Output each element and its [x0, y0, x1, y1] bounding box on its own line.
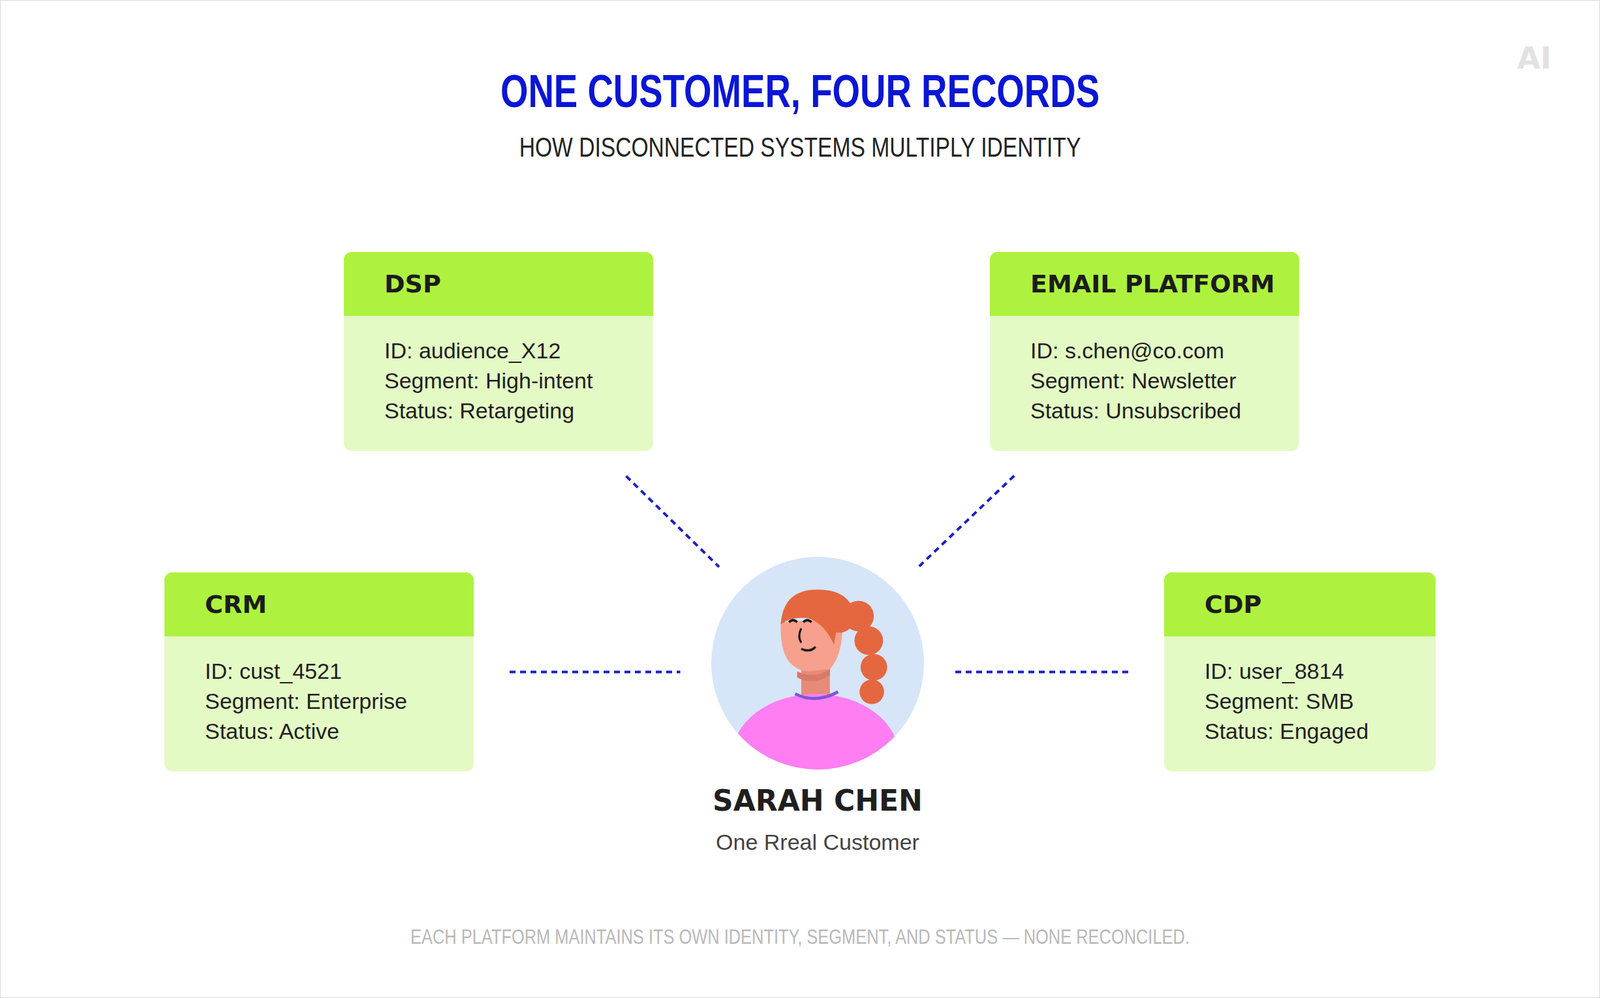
- record-body: ID: user_8814Segment: SMBStatus: Engaged: [1164, 636, 1436, 746]
- dotted-connector: [509, 670, 681, 674]
- record-field: ID: s.chen@co.com: [1030, 335, 1300, 366]
- record-field: Status: Active: [204, 715, 474, 746]
- record-field: ID: cust_4521: [204, 655, 474, 686]
- record-field: ID: audience_X12: [384, 335, 654, 366]
- record-field: Segment: Enterprise: [204, 685, 474, 716]
- record-field: Status: Retargeting: [384, 395, 654, 426]
- record-box: DSPID: audience_X12Segment: High-intentS…: [343, 251, 654, 451]
- subtitle-label: HOW DISCONNECTED SYSTEMS MULTIPLY IDENTI…: [159, 131, 1441, 164]
- record-box: CDPID: user_8814Segment: SMBStatus: Enga…: [1164, 572, 1436, 772]
- record-field: Segment: High-intent: [384, 365, 654, 396]
- record-header: CRM: [164, 572, 474, 637]
- record-box: CRMID: cust_4521Segment: EnterpriseStatu…: [164, 572, 474, 772]
- record-field: Segment: Newsletter: [1030, 365, 1300, 396]
- record-field: Status: Engaged: [1204, 715, 1436, 746]
- record-body: ID: audience_X12Segment: High-intentStat…: [343, 315, 654, 426]
- record-body: ID: cust_4521Segment: EnterpriseStatus: …: [164, 636, 474, 746]
- record-body: ID: s.chen@co.comSegment: NewsletterStat…: [989, 315, 1300, 426]
- record-field: Status: Unsubscribed: [1030, 395, 1300, 426]
- dotted-connector: [626, 475, 720, 567]
- dotted-connector: [917, 475, 1015, 568]
- record-header: EMAIL PLATFORM: [989, 251, 1300, 316]
- customer-name: SARAH CHEN: [556, 783, 1079, 817]
- diagram-title: ONE CUSTOMER, FOUR RECORDS: [176, 65, 1425, 118]
- customer-note: One Rreal Customer: [556, 829, 1079, 855]
- record-field: ID: user_8814: [1204, 655, 1436, 686]
- record-header: CDP: [1164, 572, 1436, 637]
- record-header: DSP: [343, 251, 654, 316]
- diagram-caption: EACH PLATFORM MAINTAINS ITS OWN IDENTITY…: [144, 925, 1457, 949]
- record-box: EMAIL PLATFORMID: s.chen@co.comSegment: …: [989, 251, 1300, 451]
- watermark-label: AI: [1517, 40, 1552, 76]
- record-field: Segment: SMB: [1204, 685, 1436, 716]
- dotted-connector: [954, 670, 1129, 674]
- customer-circle: SARAH CHENOne Rreal Customer: [711, 556, 924, 770]
